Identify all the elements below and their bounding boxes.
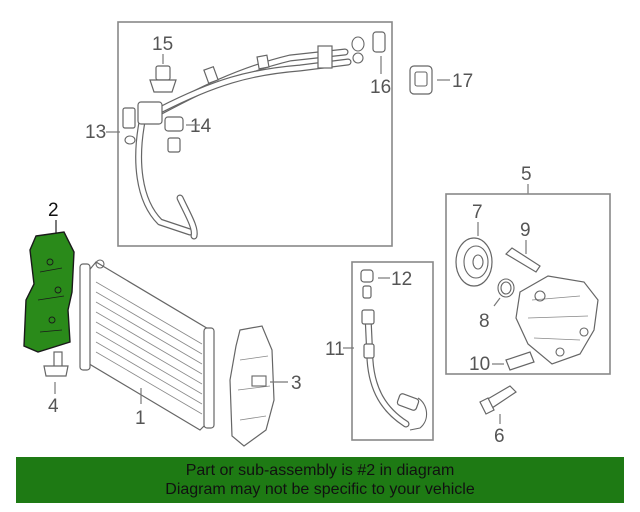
callout-16: 16 xyxy=(370,77,391,98)
liquid-line-box xyxy=(351,261,434,441)
part-6-bolt xyxy=(479,385,517,415)
part-7-clutch-pulley xyxy=(455,237,493,287)
part-15-valve-cap xyxy=(149,65,177,93)
callout-2: 2 xyxy=(48,200,59,221)
callout-15: 15 xyxy=(152,34,173,55)
part-10-valve xyxy=(505,351,535,371)
liquid-line xyxy=(360,269,428,431)
hose-assembly-box xyxy=(117,21,393,247)
compressor-box xyxy=(445,193,611,375)
callout-8: 8 xyxy=(479,311,490,332)
callout-5: 5 xyxy=(521,164,532,185)
parts-diagram: 15 14 13 16 17 2 4 1 3 xyxy=(23,21,611,447)
callout-10: 10 xyxy=(469,354,490,375)
callout-1: 1 xyxy=(135,408,146,429)
part-16-valve xyxy=(351,31,386,64)
part-3-air-guard xyxy=(229,325,275,447)
part-2-radiator-side-panel xyxy=(23,231,75,353)
part-2-shape xyxy=(23,231,75,353)
part-17-bracket xyxy=(409,65,433,95)
part-1-condenser xyxy=(79,259,215,431)
callout-9: 9 xyxy=(520,220,531,241)
callout-3: 3 xyxy=(291,373,302,394)
part-14-cap xyxy=(164,116,184,153)
info-banner: Part or sub-assembly is #2 in diagram Di… xyxy=(16,457,624,503)
callout-4: 4 xyxy=(48,396,59,417)
part-8-ring xyxy=(497,278,515,298)
banner-line-2: Diagram may not be specific to your vehi… xyxy=(165,481,475,498)
callout-17: 17 xyxy=(452,71,473,92)
callout-14: 14 xyxy=(190,116,212,137)
banner-line-1: Part or sub-assembly is #2 in diagram xyxy=(185,462,455,479)
suction-discharge-hose xyxy=(122,45,352,240)
callout-6: 6 xyxy=(494,426,505,447)
callout-7: 7 xyxy=(472,202,483,223)
callout-12: 12 xyxy=(391,269,412,290)
compressor-body xyxy=(515,275,599,365)
part-4-bolt xyxy=(43,351,69,377)
callout-11: 11 xyxy=(325,339,345,360)
callout-13: 13 xyxy=(85,122,106,143)
part-9-bolt xyxy=(505,247,541,273)
